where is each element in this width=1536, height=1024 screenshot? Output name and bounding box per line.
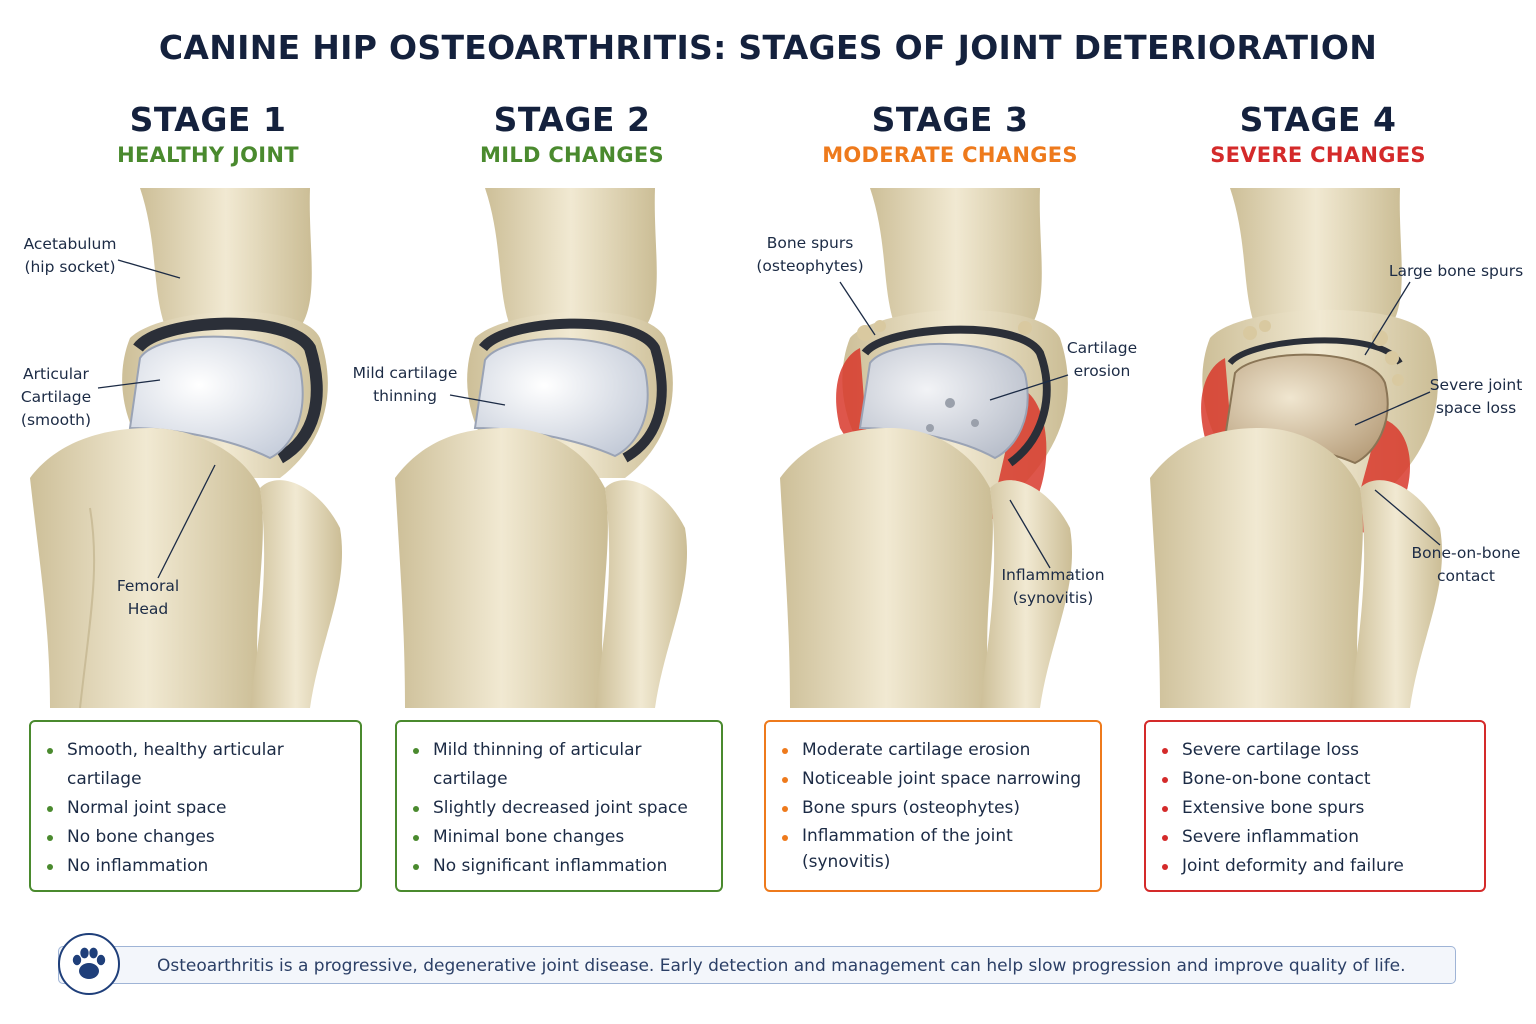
list-item: Extensive bone spurs — [1160, 794, 1472, 823]
bullet-dot — [1162, 806, 1168, 812]
stage-4-number: STAGE 4 — [1239, 100, 1397, 139]
stage-2-number: STAGE 2 — [493, 100, 651, 139]
bullet-text: Extensive bone spurs — [1182, 798, 1365, 818]
bullet-dot — [47, 748, 53, 754]
stage-1-number: STAGE 1 — [129, 100, 287, 139]
stage-3-summary-card: Moderate cartilage erosion Noticeable jo… — [764, 720, 1102, 892]
bullet-dot — [782, 806, 788, 812]
bullet-dot — [413, 835, 419, 841]
stage-2-hip-illustration — [395, 188, 688, 708]
bullet-dot — [782, 835, 788, 841]
paw-icon — [58, 933, 120, 995]
bullet-dot — [47, 835, 53, 841]
bullet-text: Inflammation of the joint (synovitis) — [802, 826, 1013, 872]
list-item: No bone changes — [45, 823, 348, 852]
list-item: Moderate cartilage erosion — [780, 736, 1088, 765]
stage-4-summary-card: Severe cartilage loss Bone-on-bone conta… — [1144, 720, 1486, 892]
footer-note: Osteoarthritis is a progressive, degener… — [58, 946, 1456, 984]
label-severe-joint-space-loss: Severe joint space loss — [1429, 376, 1523, 417]
stage-3-number: STAGE 3 — [871, 100, 1029, 139]
bullet-text: Joint deformity and failure — [1182, 856, 1404, 876]
bullet-text: Minimal bone changes — [433, 827, 625, 847]
stage-4-header: STAGE 4 SEVERE CHANGES — [1148, 100, 1488, 167]
stage-1-summary-card: Smooth, healthy articular cartilage Norm… — [29, 720, 362, 892]
bullet-text: Bone-on-bone contact — [1182, 769, 1371, 789]
bullet-dot — [413, 806, 419, 812]
list-item: No inflammation — [45, 852, 348, 881]
bullet-dot — [413, 748, 419, 754]
stage-1-hip-illustration — [30, 188, 343, 708]
bullet-text: Smooth, healthy articular cartilage — [67, 740, 284, 789]
bullet-dot — [413, 864, 419, 870]
list-item: No significant inflammation — [411, 852, 709, 881]
list-item: Bone-on-bone contact — [1160, 765, 1472, 794]
bullet-text: No inflammation — [67, 856, 209, 876]
bullet-text: No significant inflammation — [433, 856, 668, 876]
list-item: Bone spurs (osteophytes) — [780, 794, 1088, 823]
bullet-dot — [782, 748, 788, 754]
bullet-dot — [782, 777, 788, 783]
list-item: Severe inflammation — [1160, 823, 1472, 852]
label-articular-cartilage: Articular Cartilage (smooth) — [20, 365, 92, 429]
list-item: Severe cartilage loss — [1160, 736, 1472, 765]
label-mild-cartilage-thinning: Mild cartilage thinning — [352, 364, 458, 405]
stage-2-subtitle: MILD CHANGES — [480, 143, 664, 167]
bullet-dot — [47, 806, 53, 812]
label-acetabulum: Acetabulum (hip socket) — [23, 235, 117, 276]
list-item: Smooth, healthy articular cartilage — [45, 736, 348, 794]
bullet-text: Severe cartilage loss — [1182, 740, 1360, 760]
list-item: Noticeable joint space narrowing — [780, 765, 1088, 794]
list-item: Inflammation of the joint (synovitis) — [780, 823, 1088, 875]
label-large-bone-spurs: Large bone spurs — [1388, 262, 1524, 280]
bullet-text: Noticeable joint space narrowing — [802, 769, 1082, 789]
label-femoral-head: Femoral Head — [116, 577, 180, 618]
list-item: Minimal bone changes — [411, 823, 709, 852]
bullet-dot — [1162, 864, 1168, 870]
stage-4-subtitle: SEVERE CHANGES — [1210, 143, 1426, 167]
bullet-dot — [1162, 777, 1168, 783]
label-cartilage-erosion: Cartilage erosion — [1066, 339, 1138, 380]
bullet-text: No bone changes — [67, 827, 215, 847]
label-bone-spurs: Bone spurs (osteophytes) — [756, 234, 864, 275]
bullet-text: Slightly decreased joint space — [433, 798, 688, 818]
stage-1-header: STAGE 1 HEALTHY JOINT — [38, 100, 378, 167]
page-title: CANINE HIP OSTEOARTHRITIS: STAGES OF JOI… — [158, 28, 1378, 67]
footer-text: Osteoarthritis is a progressive, degener… — [157, 956, 1406, 976]
list-item: Joint deformity and failure — [1160, 852, 1472, 881]
bullet-text: Bone spurs (osteophytes) — [802, 798, 1021, 818]
bullet-dot — [1162, 748, 1168, 754]
bullet-text: Mild thinning of articular cartilage — [433, 740, 642, 789]
bullet-dot — [1162, 835, 1168, 841]
label-bone-on-bone-contact: Bone-on-bone contact — [1411, 544, 1521, 585]
stage-2-header: STAGE 2 MILD CHANGES — [402, 100, 742, 167]
bullet-text: Severe inflammation — [1182, 827, 1359, 847]
stage-3-header: STAGE 3 MODERATE CHANGES — [780, 100, 1120, 167]
bullet-text: Normal joint space — [67, 798, 227, 818]
stage-1-subtitle: HEALTHY JOINT — [117, 143, 299, 167]
list-item: Normal joint space — [45, 794, 348, 823]
stage-3-subtitle: MODERATE CHANGES — [822, 143, 1078, 167]
bullet-dot — [47, 864, 53, 870]
list-item: Slightly decreased joint space — [411, 794, 709, 823]
list-item: Mild thinning of articular cartilage — [411, 736, 709, 794]
bullet-text: Moderate cartilage erosion — [802, 740, 1031, 760]
stage-2-summary-card: Mild thinning of articular cartilage Sli… — [395, 720, 723, 892]
label-inflammation: Inflammation (synovitis) — [1001, 566, 1105, 607]
